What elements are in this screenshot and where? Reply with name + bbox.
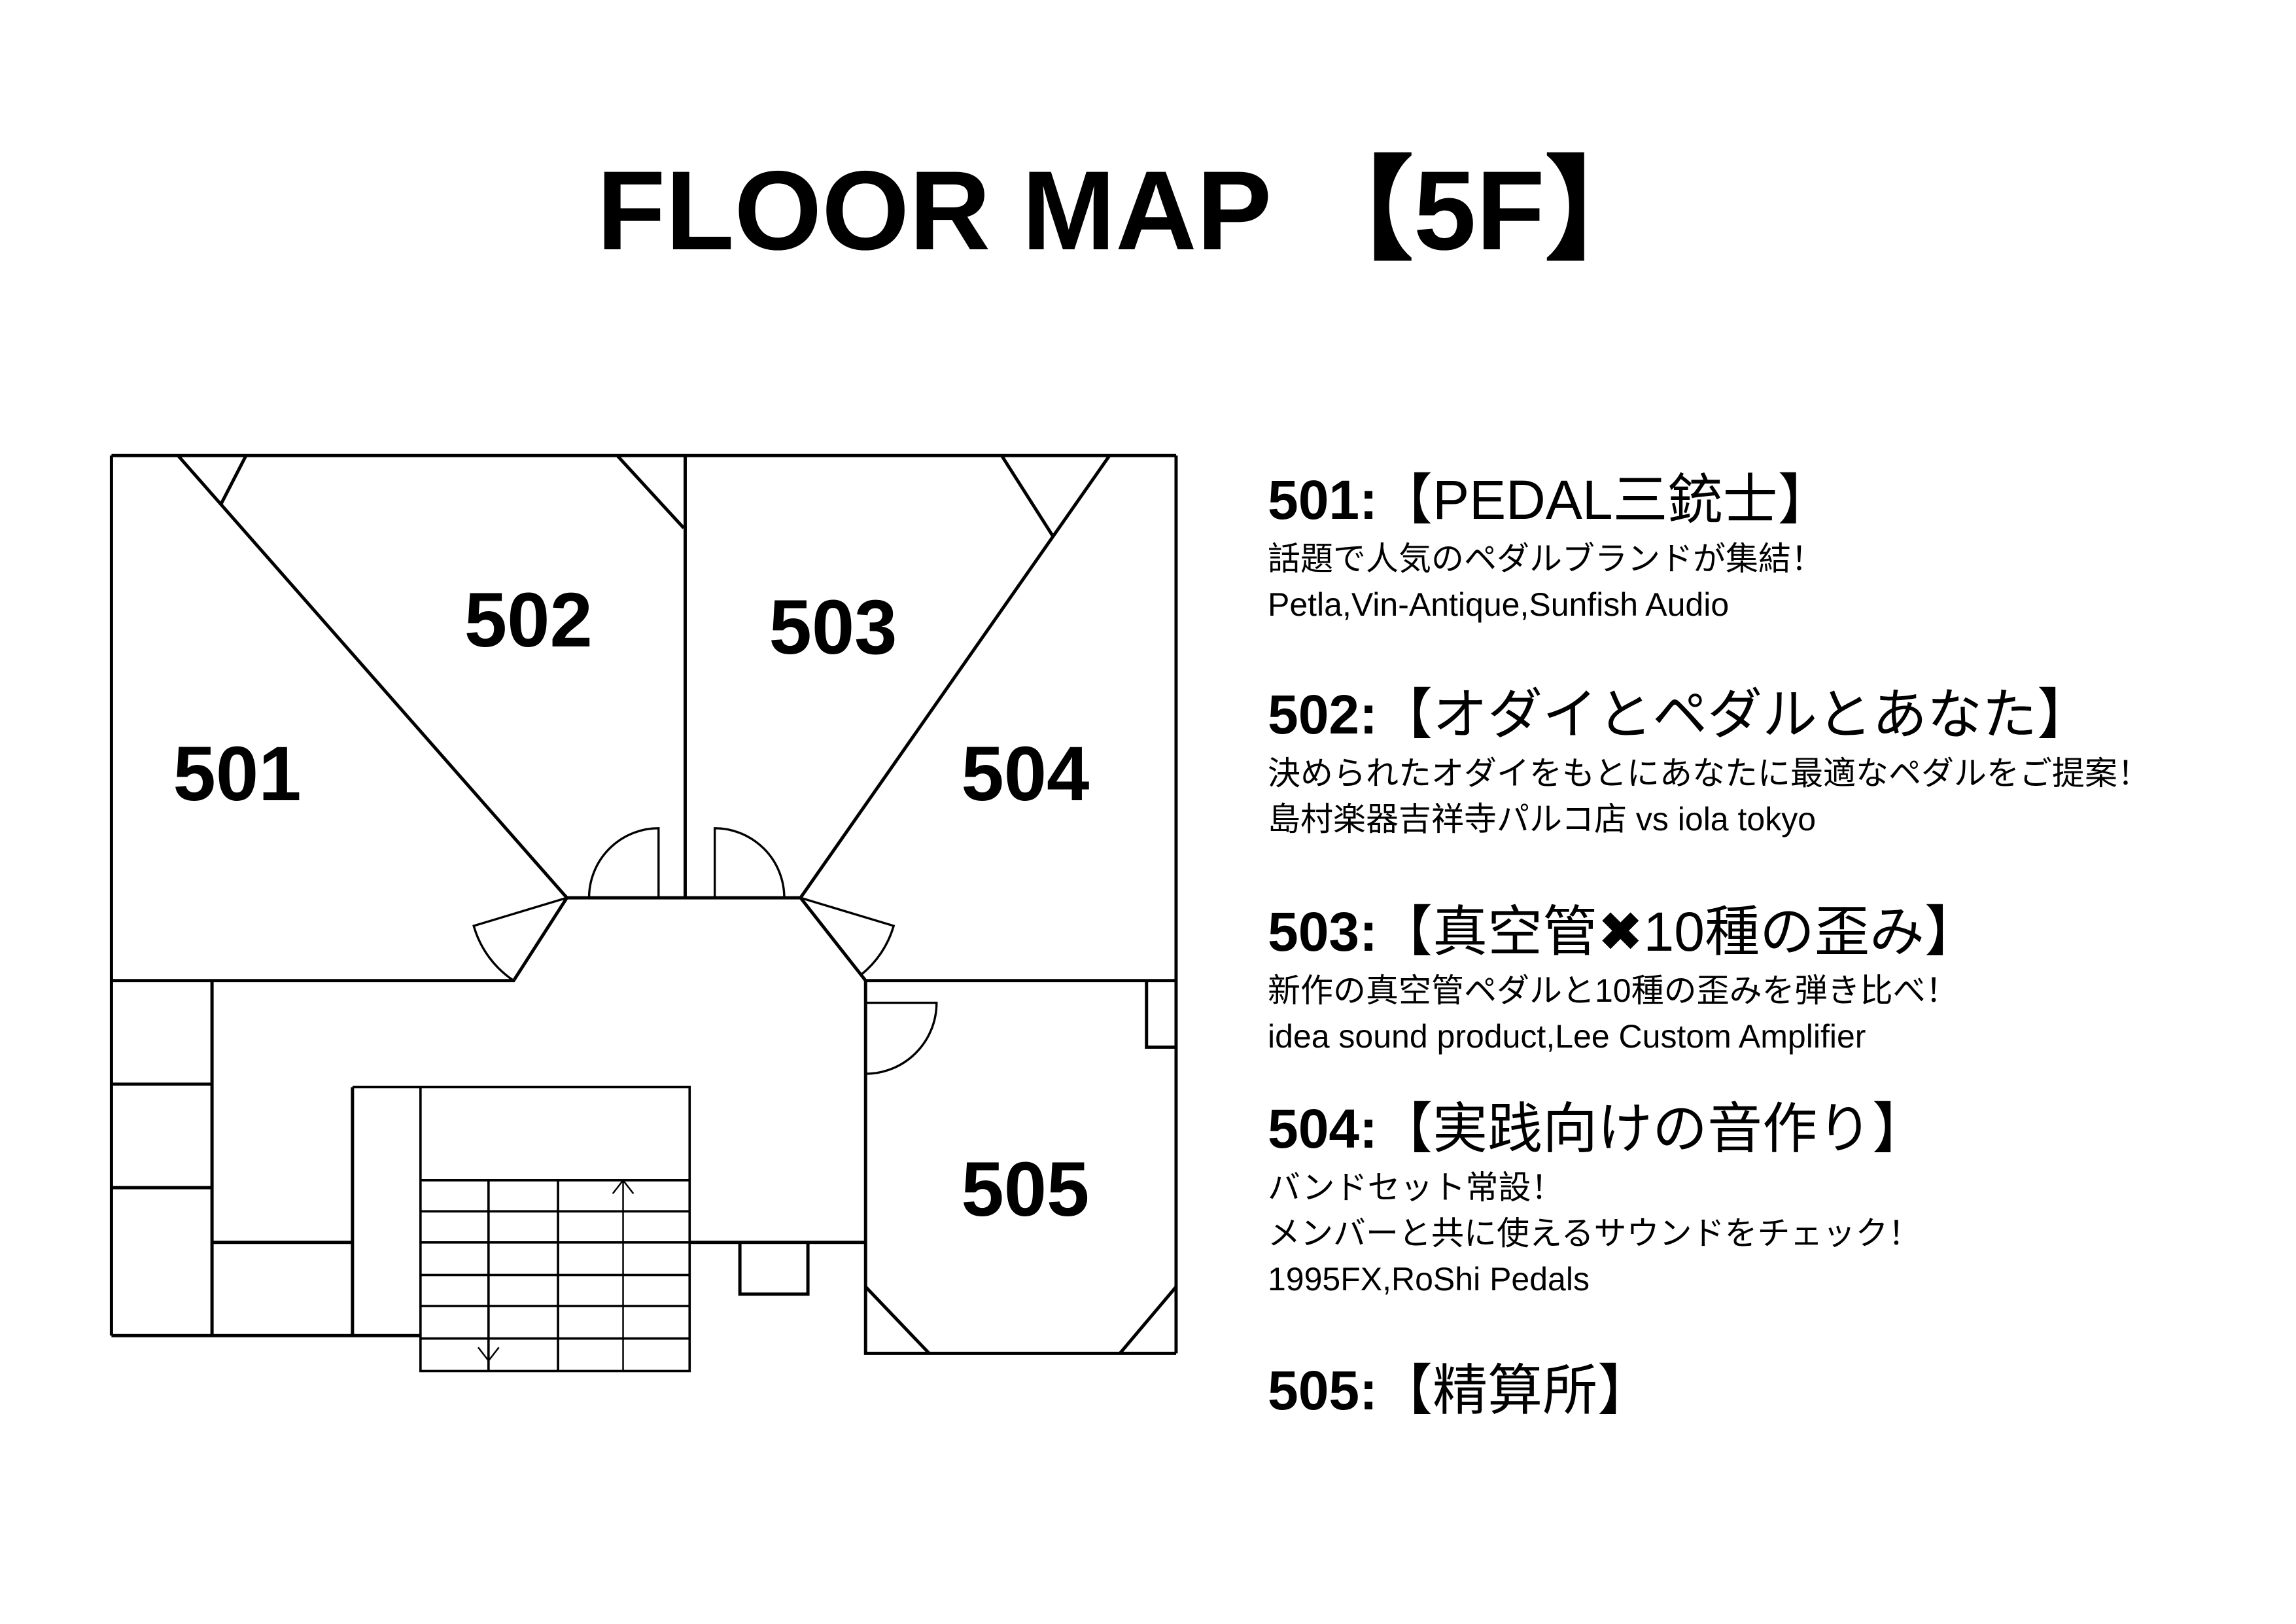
legend-description: 話題で人気のペダルブランドが集結！ xyxy=(1268,540,1824,577)
legend-brands: idea sound product,Lee Custom Amplifier xyxy=(1268,1018,1866,1055)
pillar-right xyxy=(1145,980,1176,1049)
wall-503-504 xyxy=(799,454,1111,899)
legend-room-number: 502: xyxy=(1268,684,1378,745)
legend-description: バンドセット常設！ xyxy=(1268,1169,1564,1206)
legend-brands: Petla,Vin-Antique,Sunfish Audio xyxy=(1268,586,1730,623)
room-label-505: 505 xyxy=(961,1146,1089,1232)
legend-entry-504: 504:【実践向けの音作り】 バンドセット常設！ メンバーと共に使えるサウンドを… xyxy=(1268,1093,1927,1302)
staircase xyxy=(352,1086,691,1373)
door-503 xyxy=(713,827,786,898)
legend-brands: 島村楽器吉祥寺パルコ店 vs iola tokyo xyxy=(1268,801,1817,838)
legend-room-title: 【真空管✖10種の歪み】 xyxy=(1378,901,1979,962)
legend-room-title: 【実践向けの音作り】 xyxy=(1378,1098,1928,1159)
legend-heading: 502:【オダイとペダルとあなた】 xyxy=(1268,679,2150,750)
room-505-wall xyxy=(863,980,1176,1355)
wall-501-502 xyxy=(177,454,568,899)
page-title: FLOOR MAP 【5F】 xyxy=(597,148,1658,274)
corridor-upper-wall xyxy=(111,896,1176,983)
legend-room-title: 【精算所】 xyxy=(1378,1360,1653,1421)
room-labels: 501 502 503 504 505 xyxy=(173,577,1089,1232)
legend-heading: 505:【精算所】 xyxy=(1268,1354,1652,1426)
legend-entry-502: 502:【オダイとペダルとあなた】 決められたオダイをもとにあなたに最適なペダル… xyxy=(1268,679,2150,842)
legend-room-title: 【PEDAL三銃士】 xyxy=(1378,469,1833,531)
stair-outline xyxy=(352,1086,691,1373)
legend-entry-501: 501:【PEDAL三銃士】 話題で人気のペダルブランドが集結！ Petla,V… xyxy=(1268,464,1833,627)
door-502 xyxy=(587,827,660,898)
legend-room-title: 【オダイとペダルとあなた】 xyxy=(1378,684,2093,745)
doors xyxy=(472,827,938,1075)
legend-room-number: 503: xyxy=(1268,901,1378,962)
legend-room-number: 504: xyxy=(1268,1098,1378,1159)
legend-entry-505: 505:【精算所】 xyxy=(1268,1354,1652,1426)
legend-room-number: 501: xyxy=(1268,469,1378,531)
legend-description: メンバーと共に使えるサウンドをチェック！ xyxy=(1268,1215,1921,1252)
legend-heading: 501:【PEDAL三銃士】 xyxy=(1268,464,1833,536)
corner-line-503 xyxy=(1000,454,1055,538)
walls xyxy=(109,453,1178,1355)
room-label-501: 501 xyxy=(173,731,301,817)
room-label-503: 503 xyxy=(769,584,897,670)
legend-heading: 504:【実践向けの音作り】 xyxy=(1268,1093,1927,1165)
legend-entry-503: 503:【真空管✖10種の歪み】 新作の真空管ペダルと10種の歪みを弾き比べ！ … xyxy=(1268,896,1979,1059)
door-505 xyxy=(865,1001,938,1075)
room-505-corner-left xyxy=(864,1285,931,1355)
up-arrow-icon xyxy=(612,1178,635,1371)
room-label-502: 502 xyxy=(464,577,593,663)
room-505-corner-right xyxy=(1119,1286,1177,1354)
pillar-lower xyxy=(738,1242,810,1296)
corner-line-502 xyxy=(616,454,686,529)
door-504 xyxy=(800,896,896,976)
corner-line-501 xyxy=(219,455,248,505)
room-label-504: 504 xyxy=(961,731,1089,817)
legend-brands: 1995FX,RoShi Pedals xyxy=(1268,1261,1590,1297)
legend-heading: 503:【真空管✖10種の歪み】 xyxy=(1268,896,1979,968)
legend-room-number: 505: xyxy=(1268,1360,1378,1421)
legend-description: 新作の真空管ペダルと10種の歪みを弾き比べ！ xyxy=(1268,972,1958,1009)
down-arrow-icon xyxy=(478,1347,500,1362)
door-501 xyxy=(472,896,568,982)
legend-description: 決められたオダイをもとにあなたに最適なペダルをご提案！ xyxy=(1268,755,2150,792)
